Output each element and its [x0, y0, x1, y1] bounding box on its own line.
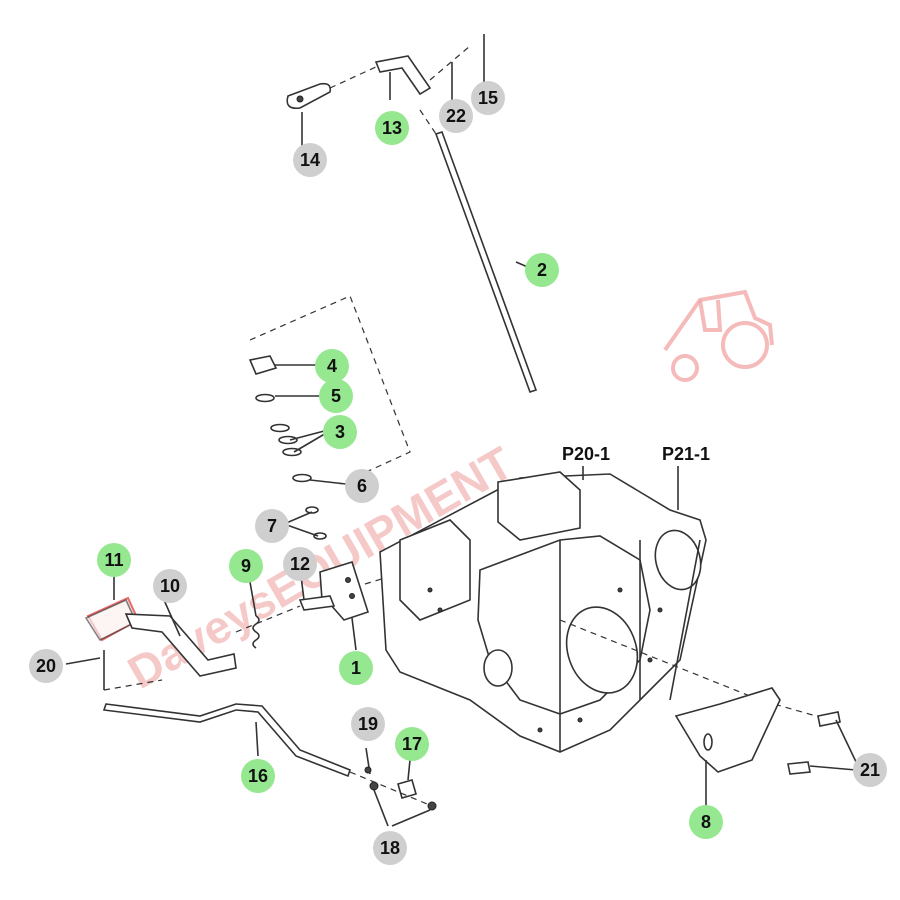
svg-text:21: 21: [860, 760, 880, 780]
callout-12: 12: [283, 547, 317, 581]
bent-rod-13: [374, 55, 432, 96]
svg-text:20: 20: [36, 656, 56, 676]
callout-20: 20: [29, 649, 63, 683]
callout-13: 13: [375, 111, 409, 145]
callout-11: 11: [97, 543, 131, 577]
washer-stack: [248, 355, 347, 540]
svg-text:14: 14: [300, 150, 320, 170]
svg-text:8: 8: [701, 812, 711, 832]
callout-6: 6: [345, 469, 379, 503]
callout-17: 17: [395, 727, 429, 761]
svg-text:6: 6: [357, 476, 367, 496]
ref-p20-1: P20-1: [562, 444, 610, 464]
svg-text:17: 17: [402, 734, 422, 754]
callouts: 1 2 3 4 5 6 7 8 9 10 11 12 13 14 15 16 1…: [29, 81, 887, 865]
svg-text:18: 18: [380, 838, 400, 858]
callout-15: 15: [471, 81, 505, 115]
pin-hardware: [349, 747, 437, 827]
assembly-guide: [249, 295, 411, 485]
svg-text:19: 19: [358, 714, 378, 734]
ref-p21-1: P21-1: [662, 444, 710, 464]
callout-5: 5: [319, 379, 353, 413]
callout-18: 18: [373, 831, 407, 865]
callout-14: 14: [293, 143, 327, 177]
svg-text:10: 10: [160, 576, 180, 596]
rod-end-14: [286, 82, 332, 110]
callout-2: 2: [525, 253, 559, 287]
page-references: P20-1 P21-1: [562, 444, 710, 464]
svg-text:16: 16: [248, 766, 268, 786]
brake-pedal-11: [65, 574, 301, 691]
svg-text:22: 22: [446, 106, 466, 126]
svg-text:2: 2: [537, 260, 547, 280]
callout-16: 16: [241, 759, 275, 793]
callout-21: 21: [853, 753, 887, 787]
svg-text:5: 5: [331, 386, 341, 406]
callout-1: 1: [339, 651, 373, 685]
brake-rod-16: [102, 703, 351, 778]
callout-8: 8: [689, 805, 723, 839]
svg-text:9: 9: [241, 556, 251, 576]
svg-text:3: 3: [335, 422, 345, 442]
callout-7: 7: [255, 509, 289, 543]
callout-3: 3: [323, 415, 357, 449]
callout-9: 9: [229, 549, 263, 583]
svg-text:11: 11: [104, 550, 123, 570]
svg-text:4: 4: [327, 356, 337, 376]
svg-text:1: 1: [351, 658, 361, 678]
bracket-8: [674, 687, 859, 808]
callout-22: 22: [439, 99, 473, 133]
long-rod-2: [419, 109, 538, 394]
svg-text:12: 12: [290, 554, 310, 574]
upper-linkage: [286, 34, 485, 146]
svg-text:13: 13: [382, 118, 402, 138]
transmission-housing: [379, 466, 831, 753]
callout-10: 10: [153, 569, 187, 603]
svg-text:7: 7: [267, 516, 277, 536]
svg-text:15: 15: [478, 88, 498, 108]
tractor-logo-icon: [663, 289, 774, 382]
callout-19: 19: [351, 707, 385, 741]
callout-4: 4: [315, 349, 349, 383]
